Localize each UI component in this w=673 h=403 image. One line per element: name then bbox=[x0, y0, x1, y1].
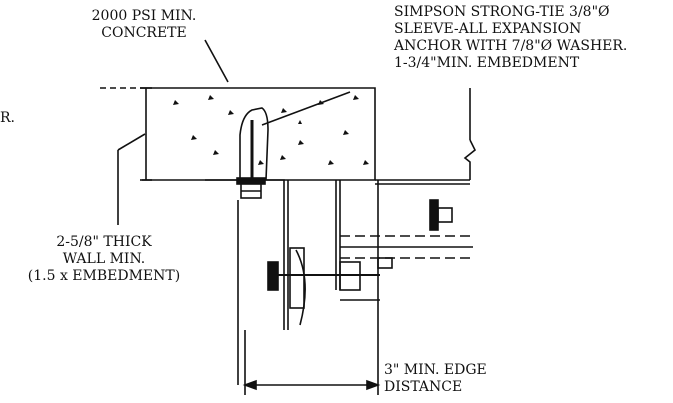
label-wall-line2: WALL MIN. bbox=[62, 251, 146, 267]
label-anchor-line1: SIMPSON STRONG-TIE 3/8"Ø bbox=[394, 4, 610, 20]
label-stray: R. bbox=[0, 110, 15, 126]
concrete-aggregate bbox=[173, 95, 369, 165]
leader-anchor bbox=[261, 91, 351, 126]
leader-concrete bbox=[204, 39, 229, 83]
label-concrete-line2: CONCRETE bbox=[101, 25, 187, 41]
label-wall-line3: (1.5 x EMBEDMENT) bbox=[27, 268, 181, 284]
beam-bolt-head bbox=[429, 199, 439, 231]
label-anchor-line4: 1-3/4"MIN. EMBEDMENT bbox=[394, 55, 580, 71]
label-anchor-line2: SLEEVE-ALL EXPANSION bbox=[394, 21, 582, 37]
anchor-hole bbox=[239, 107, 269, 181]
clip-plate bbox=[289, 247, 305, 309]
label-edge-distance: 3" MIN. EDGE DISTANCE bbox=[384, 362, 487, 396]
label-anchor: SIMPSON STRONG-TIE 3/8"Ø SLEEVE-ALL EXPA… bbox=[394, 4, 627, 72]
concrete-slab-outline bbox=[142, 87, 376, 181]
label-concrete-line1: 2000 PSI MIN. bbox=[91, 8, 197, 24]
label-wall-line1: 2-5/8" THICK bbox=[56, 234, 152, 250]
label-concrete: 2000 PSI MIN. CONCRETE bbox=[84, 8, 204, 42]
label-edge-line2: DISTANCE bbox=[384, 379, 463, 395]
anchor-washer bbox=[236, 177, 266, 185]
label-anchor-line3: ANCHOR WITH 7/8"Ø WASHER. bbox=[394, 38, 628, 54]
leader-wall bbox=[117, 133, 146, 151]
angle-bracket bbox=[205, 179, 285, 330]
label-edge-line1: 3" MIN. EDGE bbox=[384, 362, 487, 378]
label-wall-thickness: 2-5/8" THICK WALL MIN. (1.5 x EMBEDMENT) bbox=[12, 234, 196, 285]
